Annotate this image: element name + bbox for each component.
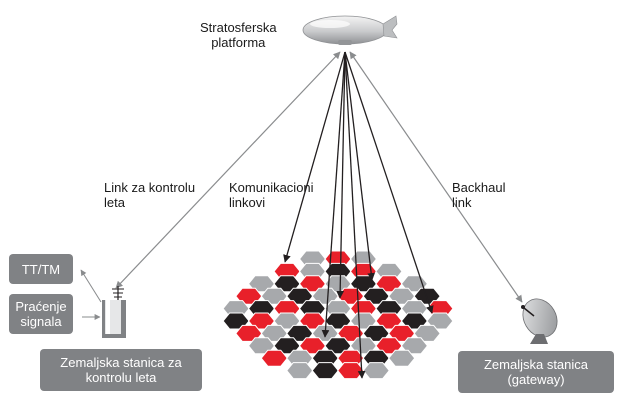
comm-link-label-line2: linkovi xyxy=(229,195,266,210)
coverage-cell xyxy=(311,362,339,380)
control-station-icon xyxy=(102,286,126,338)
comm-link-label-line1: Komunikacioni xyxy=(229,180,314,195)
platform-label: Stratosferska platforma xyxy=(200,20,277,50)
gateway-title-line2: (gateway) xyxy=(507,372,565,387)
tt-tm-box: TT/TM xyxy=(9,254,73,284)
comm-link-line xyxy=(344,51,434,314)
link-lines xyxy=(115,51,523,379)
coverage-cell xyxy=(286,362,314,380)
control-station-title-line1: Zemaljska stanica za xyxy=(60,355,182,370)
control-station-title-line2: kontrolu leta xyxy=(85,370,157,385)
backhaul-link-line xyxy=(349,51,523,303)
backhaul-link-label-line1: Backhaul xyxy=(452,180,506,195)
gateway-box: Zemaljska stanica (gateway) xyxy=(458,351,614,393)
signal-tracking-line1: Praćenje xyxy=(15,299,67,314)
gateway-title-line1: Zemaljska stanica xyxy=(483,357,589,372)
coverage-cell xyxy=(337,362,365,380)
control-station-box: Zemaljska stanica za kontrolu leta xyxy=(40,349,202,391)
tt-arrow xyxy=(80,269,102,303)
backhaul-link-label-line2: link xyxy=(452,195,472,210)
control-link-line xyxy=(115,51,341,289)
satellite-dish-icon xyxy=(521,298,558,344)
coverage-cell xyxy=(388,349,416,367)
backhaul-link-label: Backhaul link xyxy=(452,180,505,210)
signal-tracking-box: Praćenje signala xyxy=(9,294,73,334)
tt-tm-label: TT/TM xyxy=(21,261,61,277)
platform-label-line2: platforma xyxy=(211,35,266,50)
platform-label-line1: Stratosferska xyxy=(200,20,277,35)
comm-link-line xyxy=(336,51,346,299)
control-link-label-line1: Link za kontrolu xyxy=(104,180,196,195)
airship-icon xyxy=(302,15,398,45)
comm-link-line xyxy=(321,51,346,338)
control-link-label: Link za kontrolu leta xyxy=(104,180,195,210)
comm-link-line xyxy=(344,51,376,281)
comm-link-label: Komunikacioni linkovi xyxy=(229,180,314,210)
control-link-label-line2: leta xyxy=(104,195,125,210)
coverage-cells xyxy=(222,250,454,380)
comm-link-line xyxy=(283,51,346,263)
coverage-cell xyxy=(362,362,390,380)
comm-link-line xyxy=(344,51,366,379)
signal-tracking-line2: signala xyxy=(20,314,62,329)
